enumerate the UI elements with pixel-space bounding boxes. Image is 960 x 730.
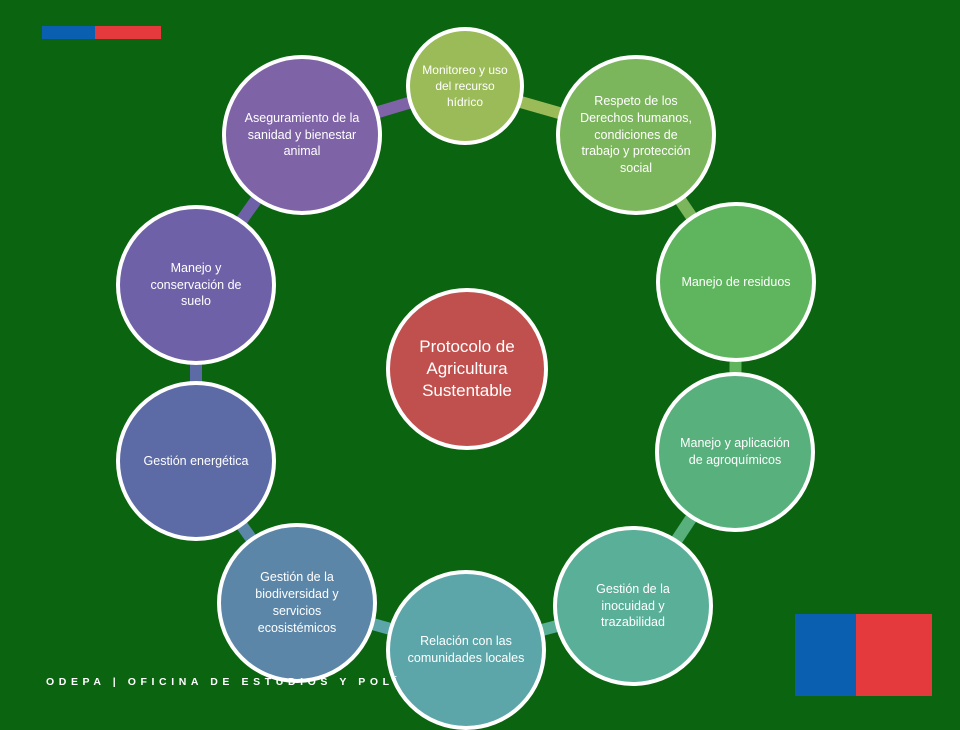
node-label: Respeto de los Derechos humanos, condici…	[580, 93, 692, 176]
node-comunidades-locales: Relación con las comunidades locales	[386, 570, 546, 730]
flag-blue-block	[795, 614, 856, 696]
center-protocol-circle: Protocolo de Agricultura Sustentable	[386, 288, 548, 450]
node-label: Manejo de residuos	[681, 274, 791, 289]
node-label: Manejo y aplicación de agroquímicos	[680, 436, 790, 467]
node-monitoreo-recurso-hidrico: Monitoreo y uso del recurso hídrico	[406, 27, 524, 145]
node-inocuidad-trazabilidad: Gestión de la inocuidad y trazabilidad	[553, 526, 713, 686]
chile-flag-logo	[795, 614, 932, 696]
node-derechos-humanos: Respeto de los Derechos humanos, condici…	[556, 55, 716, 215]
node-label: Relación con las comunidades locales	[407, 634, 525, 665]
node-label: Manejo y conservación de suelo	[150, 260, 242, 309]
node-label: Gestión energética	[143, 453, 249, 468]
node-manejo-residuos: Manejo de residuos	[656, 202, 816, 362]
node-label: Monitoreo y uso del recurso hídrico	[422, 62, 508, 110]
top-flag-bar-blue	[42, 26, 95, 39]
node-manejo-suelo: Manejo y conservación de suelo	[116, 205, 276, 365]
node-label: Gestión de la inocuidad y trazabilidad	[596, 581, 670, 630]
node-gestion-energetica: Gestión energética	[116, 381, 276, 541]
node-biodiversidad: Gestión de la biodiversidad y servicios …	[217, 523, 377, 683]
center-protocol-label: Protocolo de Agricultura Sustentable	[419, 336, 515, 401]
node-sanidad-bienestar-animal: Aseguramiento de la sanidad y bienestar …	[222, 55, 382, 215]
footer-odepa-text: ODEPA | OFICINA DE ESTUDIOS Y POLÍ	[46, 676, 402, 688]
node-label: Aseguramiento de la sanidad y bienestar …	[244, 110, 360, 159]
top-flag-bar-red	[95, 26, 161, 39]
node-label: Gestión de la biodiversidad y servicios …	[255, 570, 339, 635]
node-manejo-agroquimicos: Manejo y aplicación de agroquímicos	[655, 372, 815, 532]
flag-red-block	[856, 614, 932, 696]
